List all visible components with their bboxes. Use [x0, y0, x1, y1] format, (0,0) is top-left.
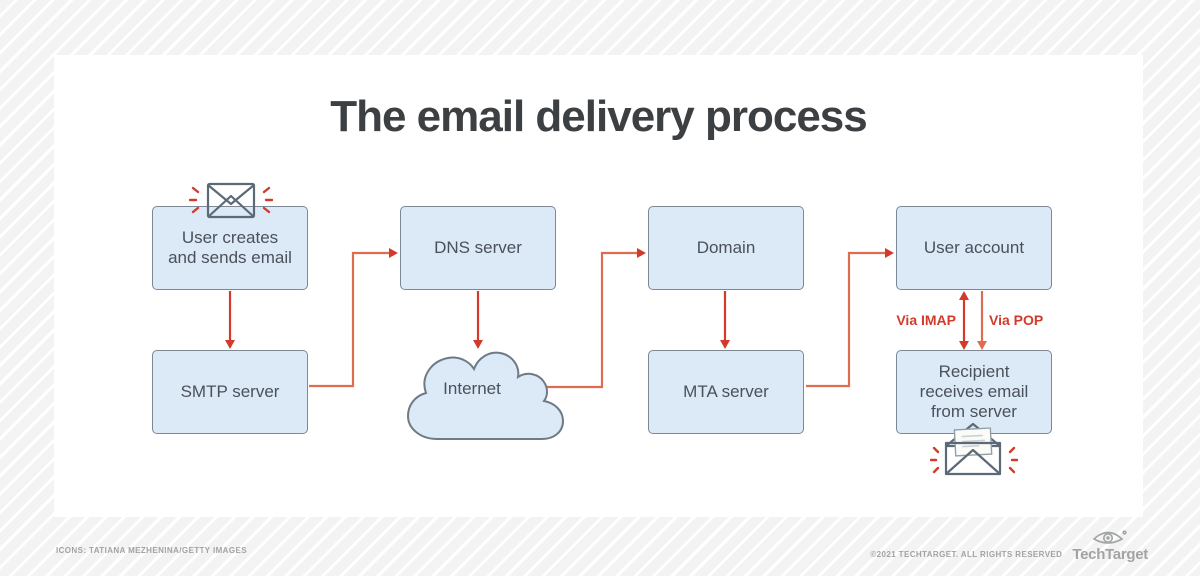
- node-label: Domain: [696, 238, 756, 258]
- open-envelope-icon: [930, 422, 1019, 476]
- techtarget-wordmark: TechTarget: [1072, 546, 1148, 563]
- node-domain: Domain: [648, 206, 804, 290]
- sparkle-right: [1008, 446, 1019, 474]
- node-mta-server: MTA server: [648, 350, 804, 434]
- edge-label-via-imap: Via IMAP: [896, 312, 956, 328]
- node-dns-server: DNS server: [400, 206, 556, 290]
- cloud-icon: [406, 351, 565, 440]
- node-recipient: Recipient receives email from server: [896, 350, 1052, 434]
- node-label: Internet: [443, 379, 501, 399]
- edge-label-via-pop: Via POP: [989, 312, 1044, 328]
- sparkle-left: [930, 446, 940, 474]
- techtarget-logo: TechTarget: [1072, 529, 1148, 563]
- node-smtp-server: SMTP server: [152, 350, 308, 434]
- node-label: SMTP server: [180, 382, 280, 402]
- node-label: User account: [923, 238, 1025, 258]
- sparkle-right: [262, 186, 273, 214]
- node-label: Recipient receives email from server: [919, 362, 1029, 421]
- techtarget-eye-icon: [1092, 530, 1127, 544]
- copyright-text: ©2021 TECHTARGET. ALL RIGHTS RESERVED: [870, 549, 1063, 559]
- node-user-creates-email: User creates and sends email: [152, 206, 308, 290]
- node-label: User creates and sends email: [168, 228, 292, 267]
- node-user-account: User account: [896, 206, 1052, 290]
- sparkle-left: [189, 186, 200, 214]
- node-internet: Internet: [397, 343, 567, 441]
- node-label: DNS server: [434, 238, 522, 258]
- node-label: MTA server: [683, 382, 769, 402]
- page-title: The email delivery process: [330, 92, 868, 141]
- icon-credits: ICONS: TATIANA MEZHENINA/GETTY IMAGES: [56, 546, 247, 555]
- footer-right: ©2021 TECHTARGET. ALL RIGHTS RESERVED Te…: [870, 529, 1148, 563]
- closed-envelope-icon: [189, 182, 273, 219]
